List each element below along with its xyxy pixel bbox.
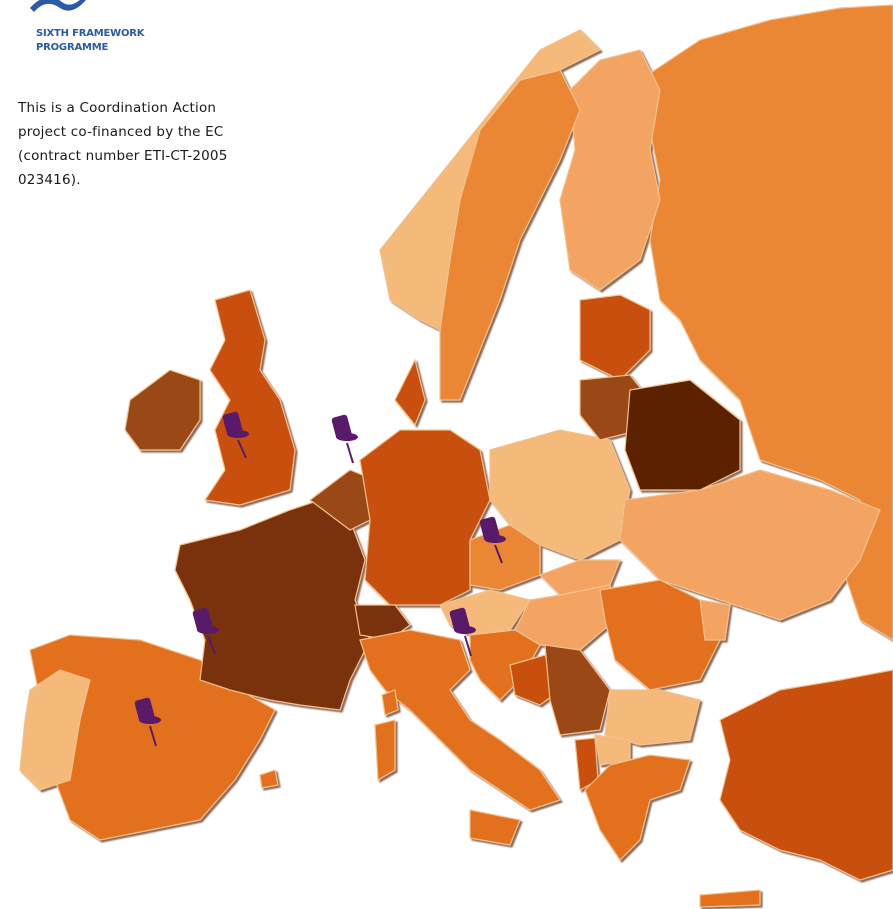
uk-region — [203, 289, 296, 506]
coordination-note: This is a Coordination Action project co… — [18, 96, 318, 192]
uk-pin[interactable] — [222, 411, 249, 459]
sweden-region — [439, 69, 581, 401]
turkey-region — [719, 669, 893, 881]
norway-region — [379, 29, 602, 331]
serbia-region — [544, 644, 611, 736]
baltic-region — [579, 294, 651, 381]
moldova-region — [699, 599, 731, 641]
italy-region — [359, 629, 561, 811]
sicily-region — [469, 809, 521, 846]
slovenia-pin[interactable] — [449, 607, 476, 657]
sixth-framework-logo: SIXTH FRAMEWORK PROGRAMME — [10, 0, 180, 70]
czech-pin[interactable] — [479, 516, 506, 564]
pins-layer — [134, 411, 506, 747]
bulgaria-region — [604, 689, 701, 746]
slovenia-croatia-region — [469, 629, 541, 701]
eu-swoosh-icon — [30, 0, 86, 12]
ireland-region — [124, 369, 201, 451]
finland-region — [559, 49, 661, 291]
france-region — [174, 499, 371, 711]
sardinia-region — [374, 719, 396, 782]
poland-region — [489, 429, 631, 561]
note-line-4: 023416). — [18, 172, 81, 188]
logo-line-2: PROGRAMME — [36, 42, 109, 53]
logo-line-1: SIXTH FRAMEWORK — [36, 28, 145, 39]
corsica-region — [381, 689, 399, 716]
note-line-2: project co-financed by the EC — [18, 124, 224, 140]
greece-region — [584, 754, 691, 861]
note-line-1: This is a Coordination Action — [18, 100, 217, 116]
romania-region — [599, 579, 721, 691]
netherlands-pin[interactable] — [331, 414, 358, 464]
slovakia-region — [538, 559, 621, 596]
ukraine-region — [619, 469, 881, 621]
macedonia-region — [594, 734, 631, 766]
note-line-3: (contract number ETI-CT-2005 — [18, 148, 228, 164]
denmark-region — [394, 358, 426, 427]
belarus-region — [624, 379, 741, 491]
france-pin[interactable] — [192, 607, 219, 655]
balearic-region — [259, 769, 279, 789]
spain-pin[interactable] — [134, 697, 161, 747]
crete-region — [699, 889, 761, 908]
russia-region — [639, 4, 893, 641]
portugal-region — [19, 669, 91, 791]
